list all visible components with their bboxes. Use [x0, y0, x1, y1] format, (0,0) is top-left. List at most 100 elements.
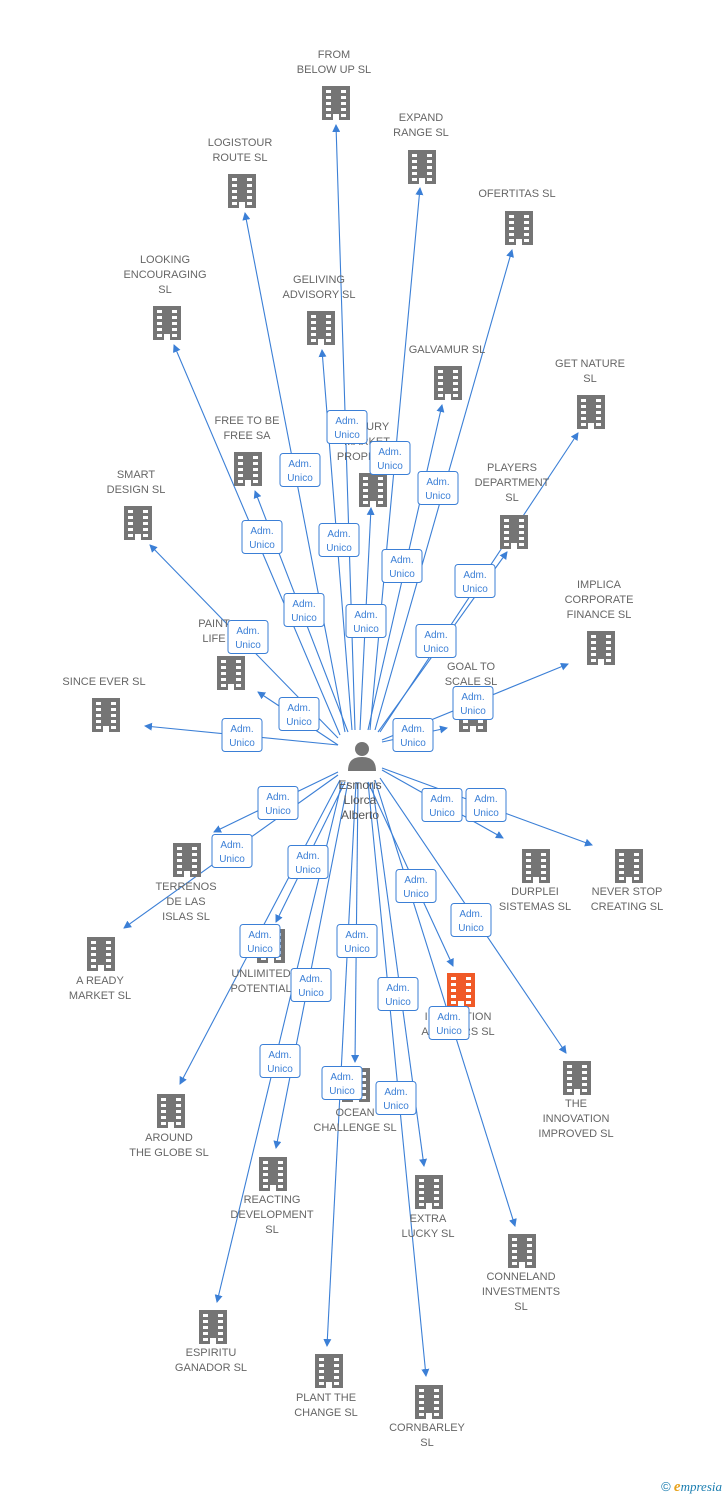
company-label-line: ADVISORY SL: [283, 289, 356, 301]
company-node-ofertitas[interactable]: OFERTITAS SL: [478, 188, 556, 245]
company-label-line: TERRENOS: [155, 881, 216, 893]
role-badge-text: Unico: [389, 569, 415, 580]
role-badge-text: Unico: [286, 717, 312, 728]
brand-initial: e: [673, 1479, 681, 1495]
role-badge-text: Unico: [247, 944, 273, 955]
role-badge: Adm.Unico: [241, 520, 283, 554]
building-icon: [434, 366, 462, 400]
company-label-line: DEVELOPMENT: [230, 1209, 313, 1221]
role-badge-text: Adm.: [299, 974, 322, 985]
company-label-line: THE: [565, 1098, 587, 1110]
company-label-line: CHANGE SL: [294, 1407, 358, 1419]
role-badge-text: Adm.: [424, 630, 447, 641]
center-name-line-1: Esmoris: [338, 778, 381, 792]
role-badge-text: Adm.: [426, 477, 449, 488]
company-node-espiritu-ganador[interactable]: ESPIRITU GANADOR SL: [175, 1310, 247, 1374]
building-icon: [322, 86, 350, 120]
edge-ocean-challenge: [351, 781, 360, 1063]
role-badge-text: Unico: [267, 1064, 293, 1075]
building-icon: [87, 937, 115, 971]
company-label-line: ENCOURAGING: [123, 269, 206, 281]
company-label-line: EXTRA: [410, 1213, 447, 1225]
role-badge-text: Adm.: [335, 416, 358, 427]
role-badge-text: Unico: [385, 997, 411, 1008]
company-label-line: CORPORATE: [565, 594, 634, 606]
company-label-line: ROUTE SL: [212, 152, 267, 164]
company-label-line: GOAL TO: [447, 661, 496, 673]
empresia-logo[interactable]: © empresia: [661, 1479, 722, 1496]
role-badge: Adm.Unico: [454, 564, 496, 598]
role-badge-text: Adm.: [220, 840, 243, 851]
building-icon: [500, 515, 528, 549]
role-badge: Adm.Unico: [392, 718, 434, 752]
role-badge: Adm. Unico: [239, 924, 281, 958]
role-badge: Adm.Unico: [279, 453, 321, 487]
company-node-galvamur[interactable]: GALVAMUR SL: [409, 344, 486, 400]
role-badge-text: Unico: [219, 854, 245, 865]
building-icon: [259, 1157, 287, 1191]
role-badge-text: Unico: [298, 988, 324, 999]
building-icon: [522, 849, 550, 883]
role-badge: Adm.Unico: [417, 471, 459, 505]
role-badge-text: Adm.: [236, 626, 259, 637]
company-label-line: SL: [420, 1437, 433, 1449]
building-icon: [615, 849, 643, 883]
role-badge-text: Adm.: [248, 930, 271, 941]
company-label-line: SL: [265, 1224, 278, 1236]
company-label-line: GALVAMUR SL: [409, 344, 486, 356]
role-badge-text: Adm.: [292, 599, 315, 610]
company-label-line: OFERTITAS SL: [478, 188, 555, 200]
company-label-line: PLANT THE: [296, 1392, 356, 1404]
role-badge: Adm.Unico: [377, 977, 419, 1011]
role-badge-text: Unico: [383, 1101, 409, 1112]
company-node-extra-lucky[interactable]: EXTRA LUCKY SL: [402, 1175, 455, 1240]
role-badge: Adm.Unico: [221, 718, 263, 752]
role-badge-text: Adm.: [354, 610, 377, 621]
role-badge-text: Adm.: [474, 794, 497, 805]
brand-name: mpresia: [680, 1479, 722, 1494]
role-badge-text: Adm.: [266, 792, 289, 803]
role-badge-text: Unico: [423, 644, 449, 655]
center-person-node[interactable]: Esmoris Llorca Alberto: [338, 742, 382, 822]
company-label-line: UNLIMITED: [231, 968, 290, 980]
company-label-line: LUCKY SL: [402, 1228, 455, 1240]
copyright-symbol: ©: [661, 1479, 671, 1494]
role-badge-text: Adm.: [287, 703, 310, 714]
building-icon: [508, 1234, 536, 1268]
role-badge: Adm.Unico: [375, 1081, 417, 1115]
company-label-line: GANADOR SL: [175, 1362, 247, 1374]
company-label-line: AROUND: [145, 1132, 193, 1144]
company-node-since-ever[interactable]: SINCE EVER SL: [62, 676, 146, 732]
role-badge: Adm.Unico: [336, 924, 378, 958]
role-badge: Adm. Unico: [290, 968, 332, 1002]
company-label-line: DEPARTMENT: [475, 477, 550, 489]
building-icon: [124, 506, 152, 540]
company-label-line: ESPIRITU: [186, 1347, 237, 1359]
company-label-line: CREATING SL: [591, 901, 664, 913]
role-badge-text: Adm.: [327, 529, 350, 540]
center-name-line-3: Alberto: [341, 808, 379, 822]
company-label-line: FROM: [318, 49, 350, 61]
company-node-plant-the-change[interactable]: PLANT THE CHANGE SL: [294, 1354, 358, 1419]
